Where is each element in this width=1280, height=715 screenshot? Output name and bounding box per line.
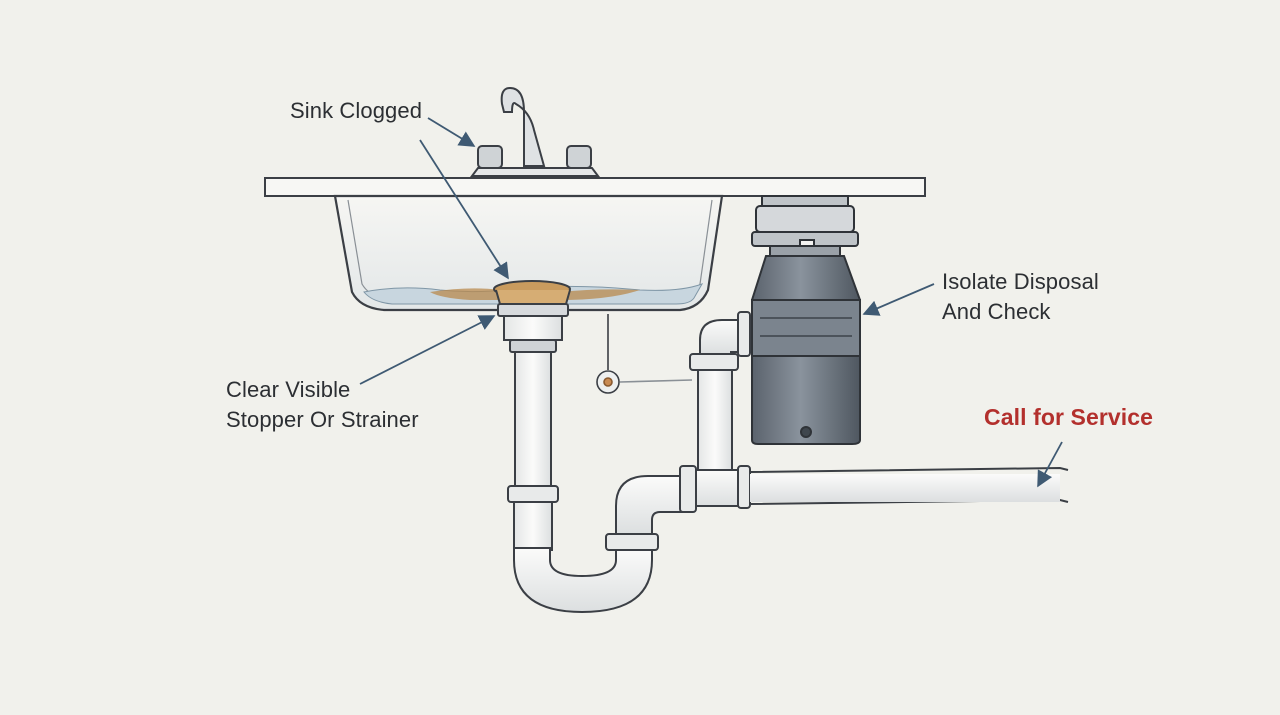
callout-arrows bbox=[359, 117, 1063, 488]
label-isolate-disposal-line2: And Check bbox=[942, 299, 1051, 324]
dishwasher-line bbox=[596, 314, 693, 394]
label-clear-stopper-line1: Clear Visible bbox=[226, 377, 351, 402]
label-clear-stopper: Clear Visible Stopper Or Strainer bbox=[226, 375, 419, 435]
arrow-to-drain-line bbox=[1037, 441, 1063, 488]
label-isolate-disposal: Isolate Disposal And Check bbox=[942, 267, 1099, 327]
garbage-disposal bbox=[751, 195, 861, 445]
faucet bbox=[470, 86, 600, 177]
drain-tailpiece bbox=[507, 351, 559, 551]
label-clear-stopper-line2: Stopper Or Strainer bbox=[226, 407, 419, 432]
label-sink-clogged: Sink Clogged bbox=[290, 98, 423, 123]
arrow-to-disposal bbox=[862, 283, 935, 316]
tee-fitting bbox=[689, 311, 751, 509]
p-trap bbox=[513, 465, 697, 614]
label-call-for-service: Call for Service bbox=[984, 404, 1154, 430]
arrow-to-faucet bbox=[427, 117, 476, 147]
drain-stopper bbox=[493, 280, 571, 353]
arrow-to-drain bbox=[419, 139, 509, 280]
arrow-to-strainer bbox=[359, 315, 496, 385]
drain-line bbox=[749, 466, 1069, 505]
label-isolate-disposal-line1: Isolate Disposal bbox=[942, 269, 1099, 294]
countertop bbox=[264, 177, 926, 197]
